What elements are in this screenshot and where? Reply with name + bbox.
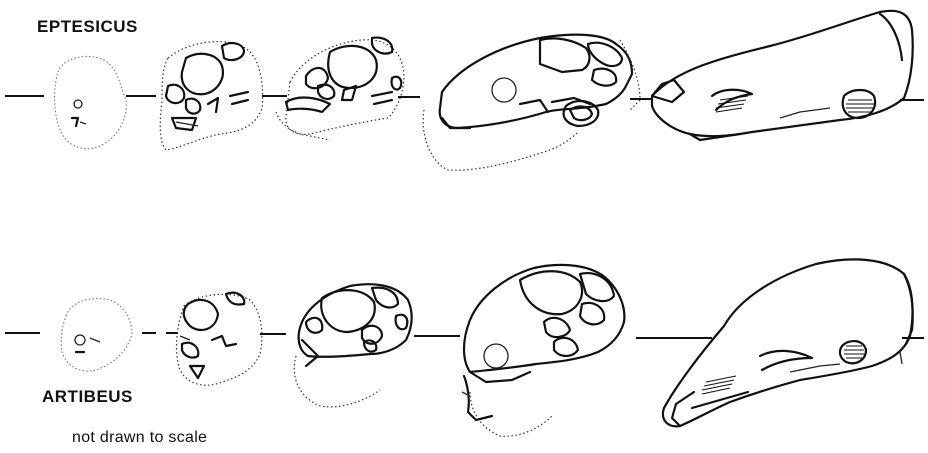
artibeus-skull-stage-5 bbox=[663, 259, 913, 426]
eptesicus-reference-line bbox=[5, 96, 924, 100]
artibeus-skull-stage-4 bbox=[462, 265, 624, 436]
eptesicus-skull-stage-4 bbox=[423, 35, 640, 171]
artibeus-skull-stage-3 bbox=[294, 284, 411, 407]
artibeus-stage-5-ear-hatching bbox=[844, 346, 864, 358]
artibeus-row bbox=[5, 259, 924, 436]
eptesicus-stage-5-hatching bbox=[716, 96, 748, 112]
eptesicus-stage-5-ear-hatching bbox=[846, 100, 874, 112]
eptesicus-skull-stage-1 bbox=[55, 56, 127, 148]
artibeus-skull-stage-2 bbox=[177, 293, 262, 386]
eptesicus-label: EPTESICUS bbox=[37, 17, 138, 37]
eptesicus-skull-stage-5 bbox=[652, 11, 913, 140]
eptesicus-row bbox=[5, 11, 924, 170]
eptesicus-skull-stage-2 bbox=[160, 42, 262, 150]
eptesicus-skull-stage-3 bbox=[276, 38, 404, 140]
artibeus-stage-5-hatching bbox=[702, 376, 736, 394]
artibeus-label: ARTIBEUS bbox=[42, 387, 133, 407]
artibeus-skull-stage-1 bbox=[61, 299, 132, 371]
scale-note: not drawn to scale bbox=[72, 429, 207, 447]
